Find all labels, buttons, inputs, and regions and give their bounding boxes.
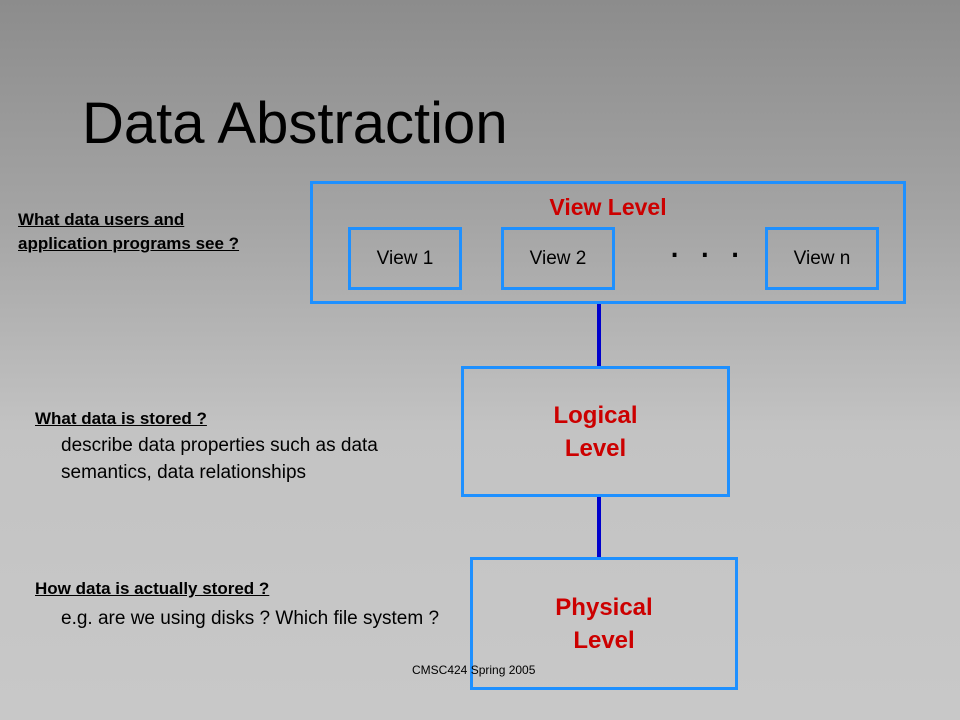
logical-annotation-heading: What data is stored ?: [35, 409, 207, 428]
view-level-annotation: What data users and application programs…: [18, 210, 240, 253]
view-n-label: View n: [793, 247, 851, 269]
physical-level-box: Physical Level: [470, 557, 738, 690]
physical-level-annotation: How data is actually stored ? e.g. are w…: [35, 574, 445, 634]
logical-annotation-body: describe data properties such as data se…: [61, 435, 378, 483]
slide-footer: CMSC424 Spring 2005: [412, 663, 536, 677]
physical-level-label: Physical Level: [473, 591, 735, 657]
logical-level-label-line2: Level: [564, 434, 627, 462]
logical-level-box: Logical Level: [461, 366, 730, 497]
view-n-box: View n: [765, 227, 879, 290]
physical-annotation-heading: How data is actually stored ?: [35, 579, 270, 598]
connector-view-logical: [597, 304, 601, 366]
slide-title: Data Abstraction: [82, 91, 508, 156]
view-2-label: View 2: [529, 247, 587, 269]
logical-level-label-line1: Logical: [553, 401, 638, 429]
view-1-box: View 1: [348, 227, 462, 290]
logical-level-annotation: What data is stored ? describe data prop…: [35, 405, 445, 486]
physical-level-label-line2: Level: [573, 626, 635, 654]
logical-level-label: Logical Level: [464, 399, 727, 465]
view-2-box: View 2: [501, 227, 615, 290]
view-level-box: View Level View 1 View 2 . . . View n: [310, 181, 906, 304]
views-ellipsis: . . .: [669, 222, 745, 266]
physical-level-label-line1: Physical: [555, 593, 653, 621]
connector-logical-physical: [597, 497, 601, 557]
physical-annotation-body: e.g. are we using disks ? Which file sys…: [61, 608, 440, 629]
view-level-label: View Level: [549, 194, 667, 220]
view-1-label: View 1: [376, 247, 434, 269]
